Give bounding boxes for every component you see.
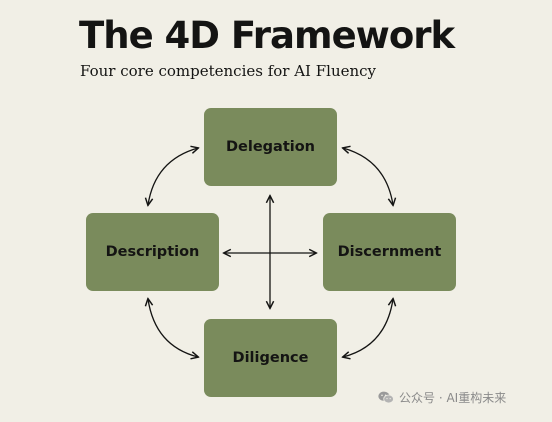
- arrow-delegation-description: [148, 148, 198, 205]
- node-discernment: Discernment: [323, 213, 456, 291]
- node-description: Description: [86, 213, 219, 291]
- wechat-icon: [378, 391, 394, 404]
- arrow-description-diligence: [148, 299, 198, 357]
- diagram-title: The 4D Framework: [79, 14, 455, 57]
- watermark: 公众号 · AI重构未来: [378, 389, 506, 406]
- arrow-discernment-diligence: [343, 299, 393, 357]
- arrow-delegation-discernment: [343, 148, 393, 205]
- node-delegation: Delegation: [204, 108, 337, 186]
- diagram-subtitle: Four core competencies for AI Fluency: [80, 62, 377, 80]
- node-diligence: Diligence: [204, 319, 337, 397]
- watermark-text: 公众号 · AI重构未来: [399, 391, 507, 405]
